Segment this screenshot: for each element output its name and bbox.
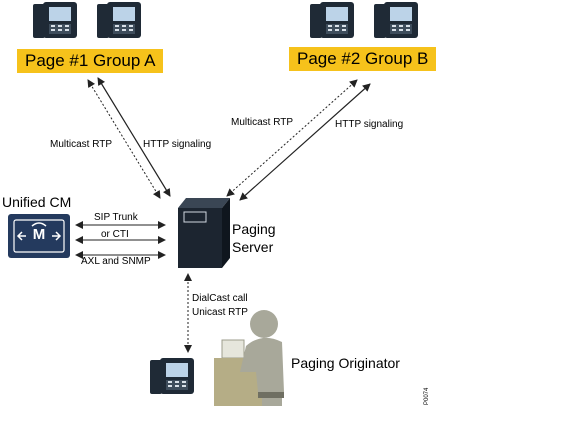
- unified-cm-icon: [8, 214, 70, 258]
- paging-server-label-line1: Paging: [232, 221, 276, 237]
- group-a-multicast-label: Multicast RTP: [50, 139, 113, 150]
- unicast-rtp-label: Unicast RTP: [192, 307, 248, 318]
- group-b-http-arrow: [239, 83, 371, 201]
- unified-cm-label: Unified CM: [2, 194, 72, 210]
- figure-id: P0074: [424, 387, 430, 405]
- axl-snmp-label: AXL and SNMP: [81, 256, 151, 267]
- paging-originator-label: Paging Originator: [291, 355, 400, 371]
- dialcast-label: DialCast call: [192, 293, 248, 304]
- group-b-multicast-arrow: [226, 79, 358, 197]
- or-cti-label: or CTI: [101, 229, 129, 240]
- paging-server-icon: [178, 198, 230, 268]
- group-a-http-label: HTTP signaling: [143, 139, 212, 150]
- sip-trunk-label: SIP Trunk: [94, 212, 138, 223]
- paging-server-label-line2: Server: [232, 239, 274, 255]
- paging-originator-icon: [214, 310, 284, 406]
- group-b-phone-2: [374, 2, 418, 38]
- group-b-http-label: HTTP signaling: [335, 119, 404, 130]
- group-a-http-arrow: [97, 77, 171, 197]
- group-a-phone-2: [97, 2, 141, 38]
- originator-phone: [150, 358, 194, 394]
- group-b-label: Page #2 Group B: [289, 47, 437, 71]
- group-b-phone-1: [310, 2, 354, 38]
- group-a-phone-1: [33, 2, 77, 38]
- unified-cm-glyph: M: [32, 226, 46, 243]
- group-a-label: Page #1 Group A: [17, 49, 164, 73]
- group-b-multicast-label: Multicast RTP: [231, 117, 294, 128]
